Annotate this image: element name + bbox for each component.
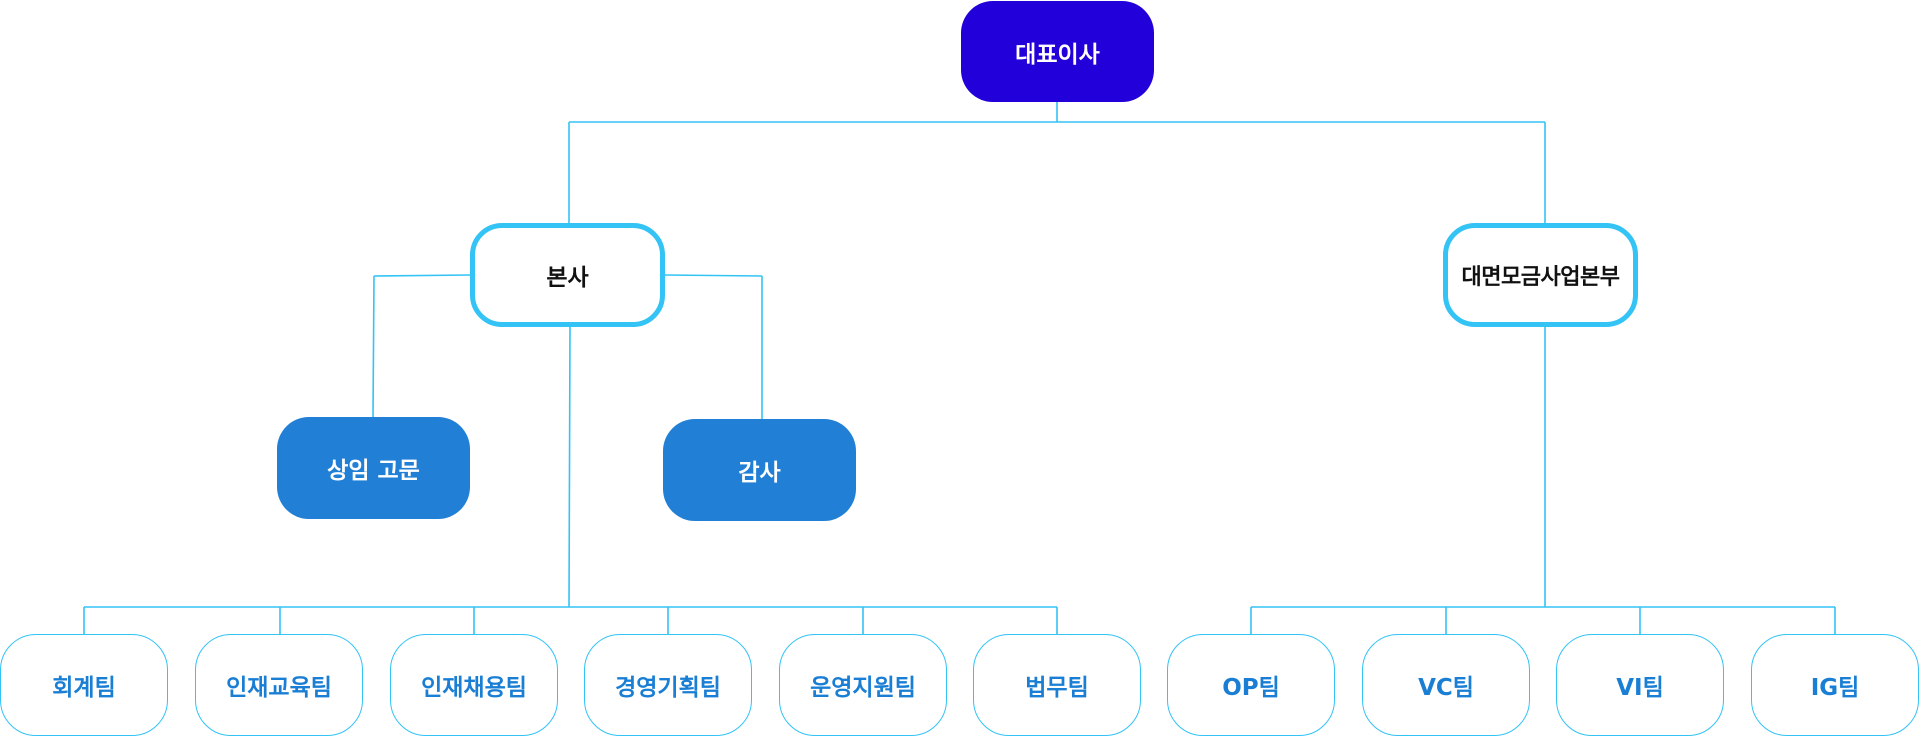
node-team: OP팀 [1167, 634, 1335, 736]
node-senior-advisor: 상임 고문 [277, 417, 470, 519]
node-team: VC팀 [1362, 634, 1530, 736]
node-headquarters: 본사 [470, 223, 665, 327]
node-team: 운영지원팀 [779, 634, 947, 736]
node-fundraising-division: 대면모금사업본부 [1443, 223, 1638, 327]
node-team: 인재채용팀 [390, 634, 558, 736]
connector-line [373, 274, 471, 277]
connector-line [664, 274, 763, 277]
node-team: 경영기획팀 [584, 634, 752, 736]
node-ceo: 대표이사 [961, 1, 1154, 102]
connector-line [372, 275, 375, 418]
node-auditor: 감사 [663, 419, 856, 521]
node-team: VI팀 [1556, 634, 1724, 736]
node-team: 회계팀 [0, 634, 168, 736]
node-team: IG팀 [1751, 634, 1919, 736]
node-team: 법무팀 [973, 634, 1141, 736]
node-team: 인재교육팀 [195, 634, 363, 736]
connector-line [568, 326, 571, 608]
